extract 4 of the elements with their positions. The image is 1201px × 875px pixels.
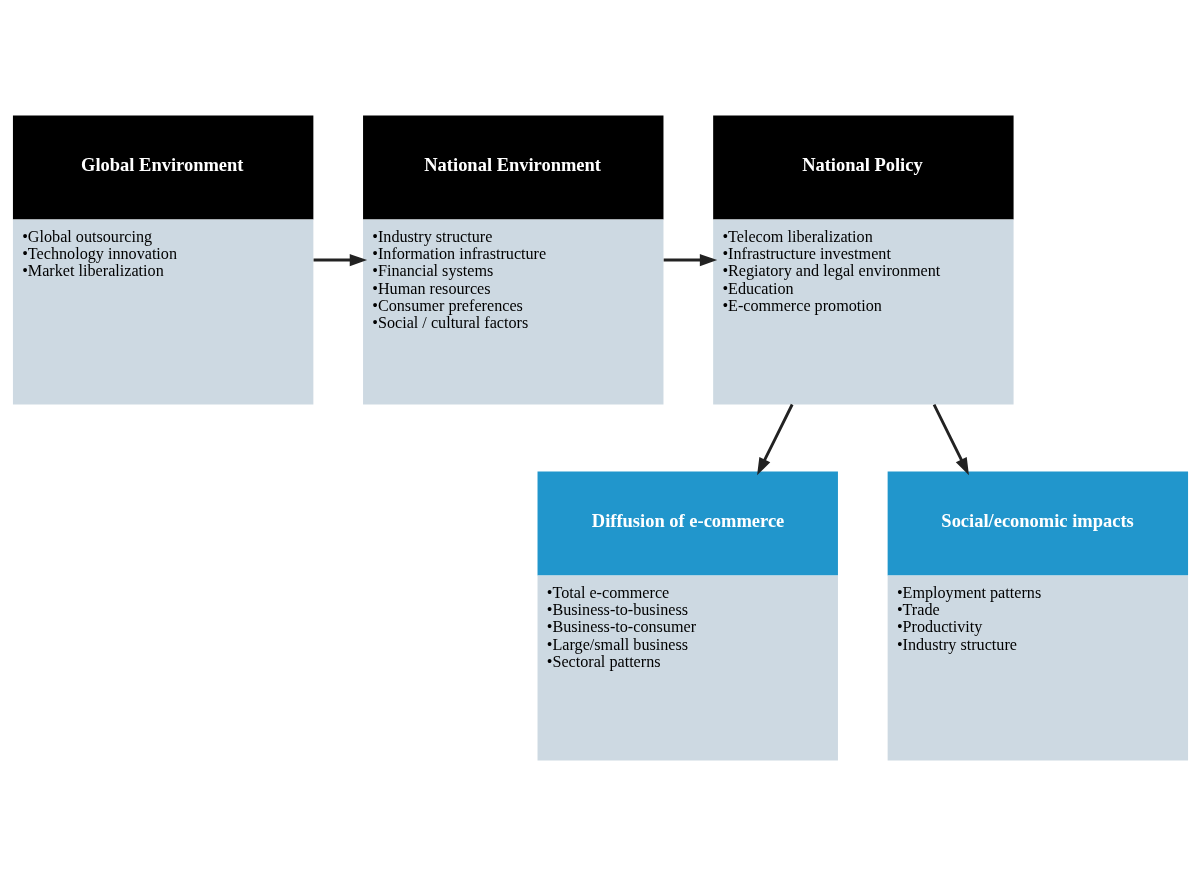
arrow [313, 253, 368, 266]
arrow [932, 403, 969, 475]
arrow [663, 253, 718, 266]
arrow [757, 403, 794, 475]
